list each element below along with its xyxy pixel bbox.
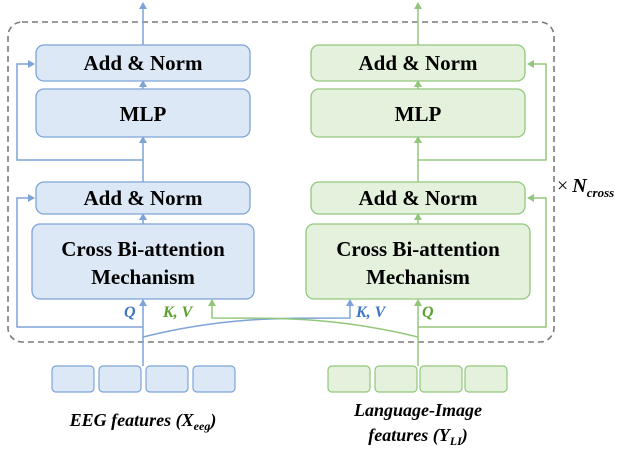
eeg-add-norm-top-box	[35, 44, 251, 82]
li-caption-line2: features (YLI)	[368, 425, 468, 448]
li-branch: Add & Norm MLP Add & Norm Cross Bi-atten…	[208, 2, 547, 448]
li-token	[374, 365, 418, 393]
repeat-label: ×Ncross	[557, 175, 614, 200]
li-token	[464, 365, 508, 393]
li-mlp-label: MLP	[395, 102, 442, 126]
eeg-caption: EEG features (Xeeg)	[69, 410, 217, 433]
eeg-branch: Add & Norm MLP Add & Norm Cross Bi-atten…	[16, 2, 354, 433]
eeg-token	[145, 365, 189, 393]
eeg-mlp-label: MLP	[120, 102, 167, 126]
eeg-kv-label: K, V	[162, 304, 194, 321]
li-q-label: Q	[422, 304, 434, 321]
eeg-attention-line1: Cross Bi-attention	[61, 237, 225, 261]
eeg-add-norm-top-label: Add & Norm	[84, 51, 204, 75]
eeg-add-norm-bottom-label: Add & Norm	[84, 186, 204, 210]
li-token	[419, 365, 463, 393]
eeg-token	[98, 365, 142, 393]
li-add-norm-bottom-label: Add & Norm	[359, 186, 479, 210]
repeat-block-border	[7, 21, 555, 343]
eeg-cross-attention-box	[31, 223, 255, 300]
eeg-token	[51, 365, 95, 393]
eeg-mlp-box	[35, 88, 251, 138]
li-kv-label: K, V	[355, 304, 387, 321]
eeg-q-label: Q	[124, 304, 136, 321]
li-add-norm-top-label: Add & Norm	[359, 51, 479, 75]
li-cross-attention-box	[305, 223, 531, 300]
li-token	[327, 365, 371, 393]
li-mlp-box	[310, 88, 526, 138]
eeg-token	[192, 365, 236, 393]
li-add-norm-bottom-box	[310, 181, 526, 215]
eeg-add-norm-bottom-box	[35, 181, 251, 215]
eeg-attention-line2: Mechanism	[91, 265, 195, 289]
li-attention-line1: Cross Bi-attention	[336, 237, 500, 261]
li-caption-line1: Language-Image	[353, 400, 482, 420]
li-attention-line2: Mechanism	[366, 265, 470, 289]
li-add-norm-top-box	[310, 44, 526, 82]
